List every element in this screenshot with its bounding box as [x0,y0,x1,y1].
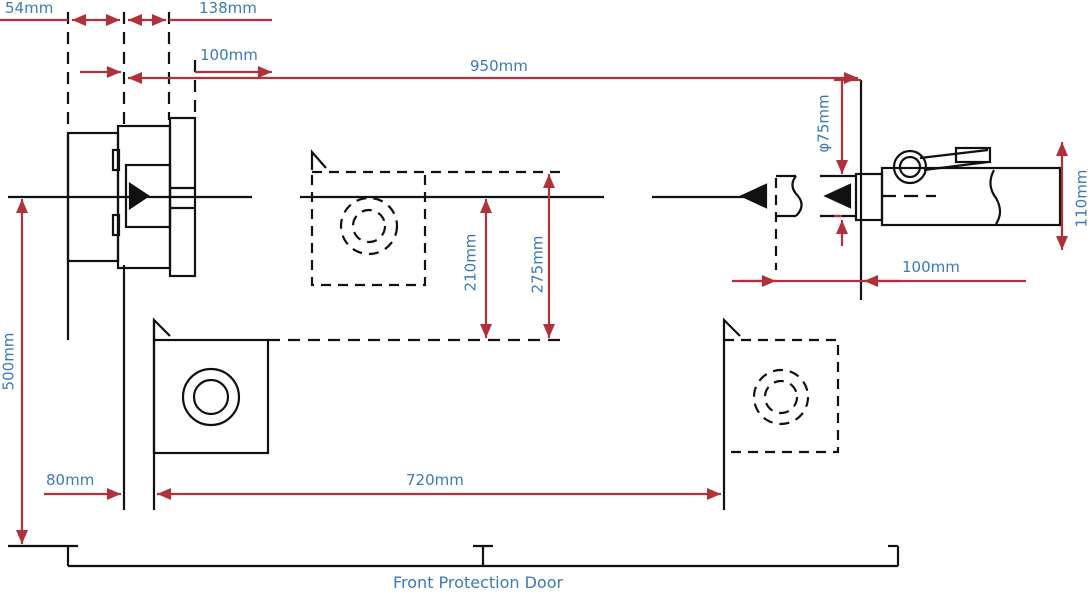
front-door-bracket [8,546,898,566]
dim-label-720: 720mm [406,472,464,489]
spindle-head [68,118,195,340]
dim-label-500: 500mm [1,332,18,392]
workpiece-middle-tab [312,152,326,170]
dim-label-950: 950mm [470,58,528,75]
dim-label-100-right: 100mm [902,259,960,276]
dim-label-80: 80mm [46,472,94,489]
dim-label-138: 138mm [199,0,257,17]
front-protection-door-label: Front Protection Door [393,574,563,591]
workpiece-lower-left [154,320,568,453]
dim-label-275: 275mm [530,235,547,295]
dim-label-54: 54mm [5,0,53,17]
workpiece-lower-right [724,320,838,510]
dim-label-210: 210mm [463,233,480,293]
tailstock [742,80,1060,300]
dim-label-110: 110mm [1074,169,1089,229]
dim-label-75: φ75mm [816,92,833,156]
dim-label-100-top: 100mm [200,47,258,64]
